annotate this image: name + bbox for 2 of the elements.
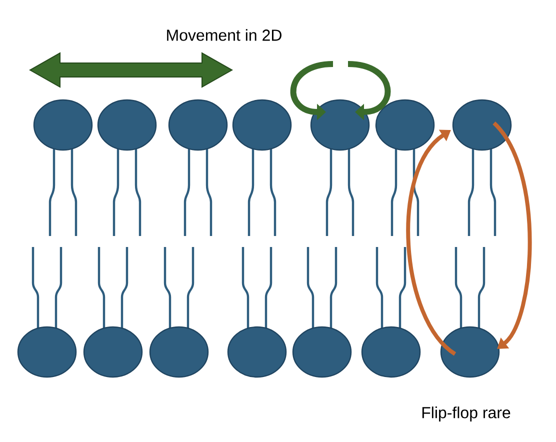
caption-label: Flip-flop rare [422, 406, 510, 422]
caption-label: Movement in 2D [167, 29, 282, 41]
